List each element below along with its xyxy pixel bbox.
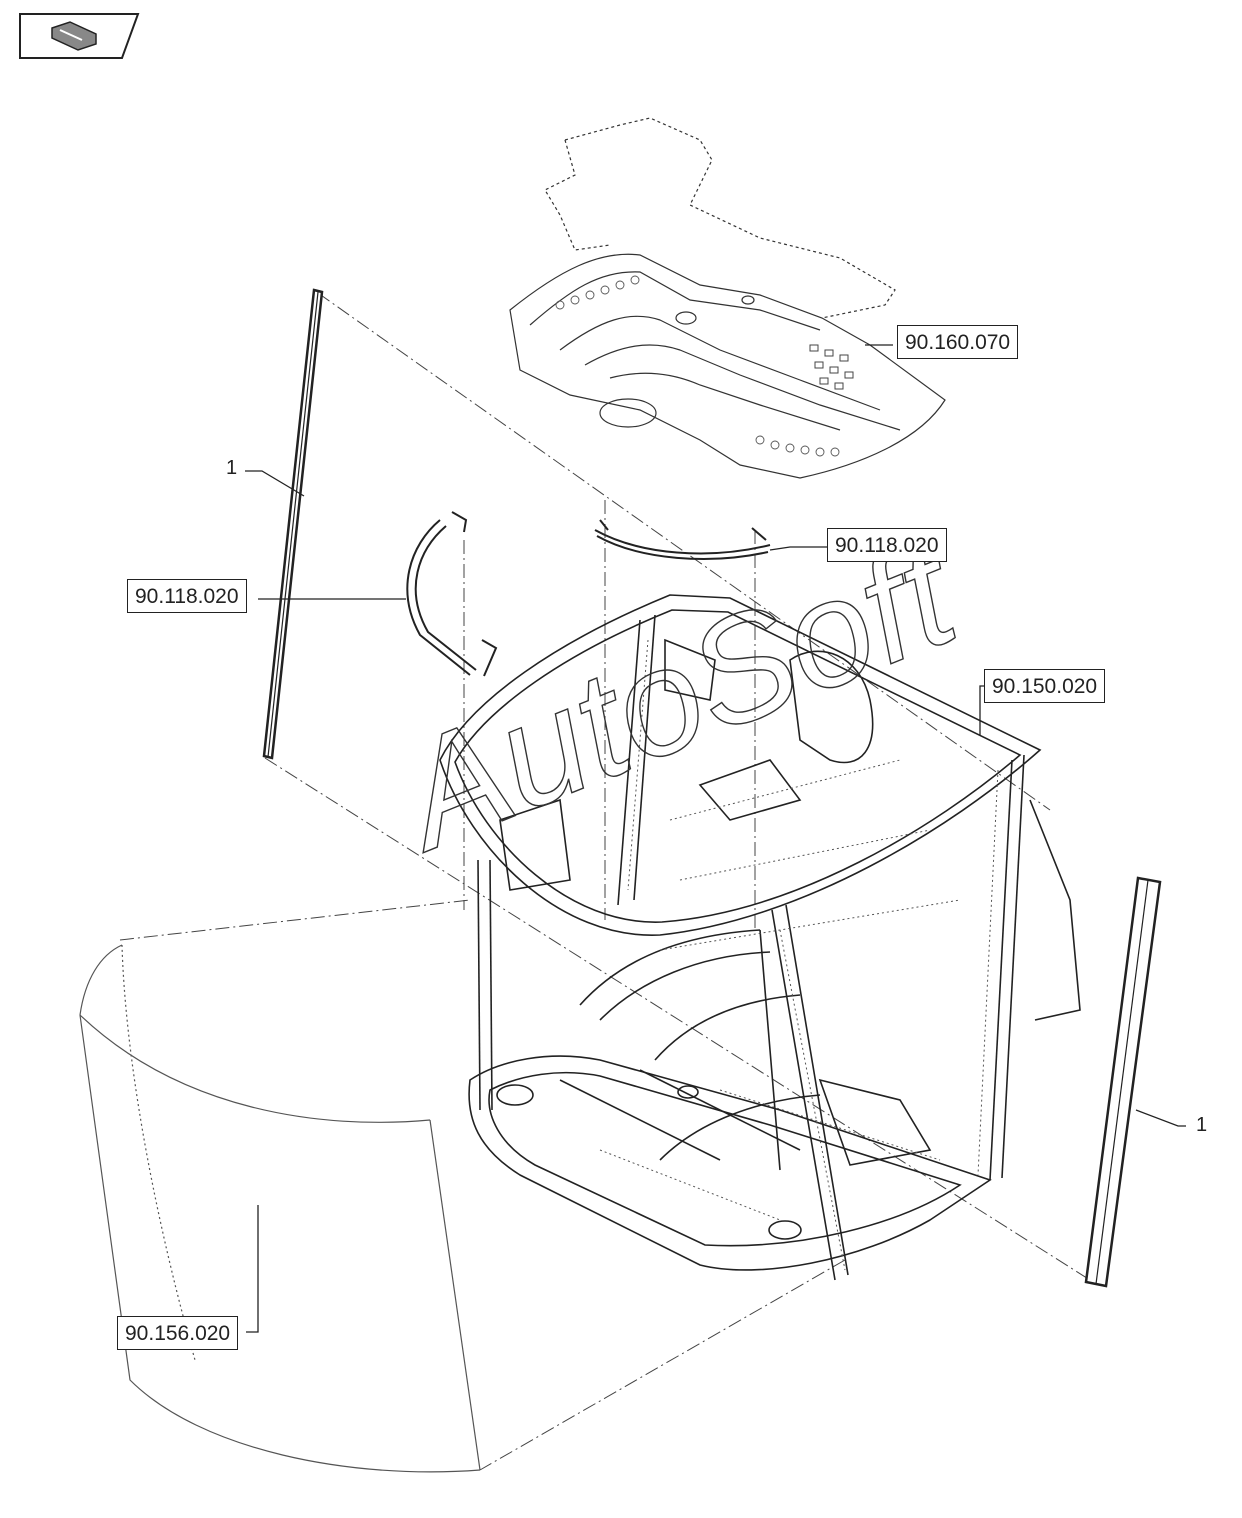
roof-panel-drawing	[509, 117, 946, 479]
right-seal-strip	[1084, 876, 1162, 1288]
arc-bracket-left	[406, 511, 498, 677]
windshield-drawing	[79, 944, 481, 1473]
item-number-left-strip: 1	[226, 457, 238, 479]
watermark-logo: AutoSoft	[371, 506, 981, 884]
ref-label-windshield[interactable]: 90.156.020	[117, 1316, 239, 1350]
ref-label-arc-right[interactable]: 90.118.020	[827, 528, 947, 562]
cab-frame-drawing	[439, 594, 1081, 1281]
left-seal-strip	[262, 288, 324, 760]
assembly-centerlines	[119, 292, 1091, 1471]
ref-label-arc-left[interactable]: 90.118.020	[127, 579, 247, 613]
arc-bracket-right	[594, 519, 771, 560]
ref-label-cab-frame[interactable]: 90.150.020	[984, 669, 1106, 703]
leader-lines	[245, 344, 1186, 1333]
back-arrow-icon[interactable]	[19, 13, 140, 59]
cab-frame-dotted-details	[599, 639, 999, 1271]
svg-text:AutoSoft: AutoSoft	[372, 506, 981, 882]
ref-label-roof-panel[interactable]: 90.160.070	[897, 325, 1019, 359]
item-number-right-strip: 1	[1196, 1114, 1208, 1136]
